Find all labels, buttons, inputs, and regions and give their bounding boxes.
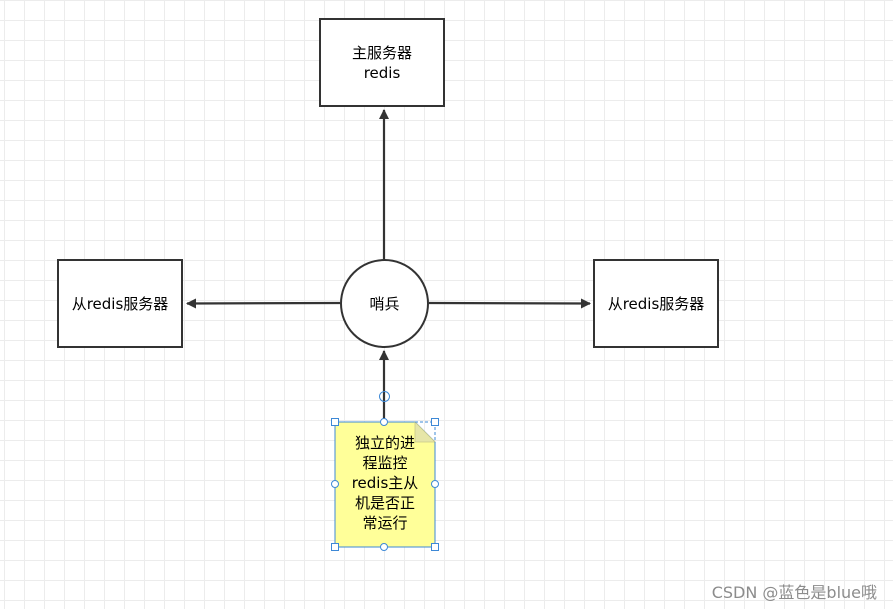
slave-right-label: 从redis服务器 — [607, 294, 705, 313]
note-line: 程监控 — [362, 454, 408, 472]
note-fold — [414, 421, 436, 443]
resize-handle-bottom-left[interactable] — [331, 543, 339, 551]
master-node-title: 主服务器 — [351, 43, 412, 62]
note-text: 独立的进 程监控 redis主从 机是否正 常运行 — [336, 433, 434, 533]
resize-handle-top-right[interactable] — [431, 418, 439, 426]
note-line: 独立的进 — [354, 434, 415, 452]
rotate-handle[interactable] — [379, 391, 390, 402]
edge-sentinel-to-right-slave[interactable] — [428, 298, 591, 309]
master-redis-node[interactable]: 主服务器 redis — [319, 18, 445, 107]
csdn-watermark: CSDN @蓝色是blue哦 — [711, 583, 877, 602]
edge-sentinel-to-left-slave[interactable] — [186, 298, 341, 309]
resize-handle-bottom-right[interactable] — [431, 543, 439, 551]
slave-left-label: 从redis服务器 — [71, 294, 169, 313]
sentinel-node[interactable]: 哨兵 — [340, 259, 429, 348]
sentinel-label: 哨兵 — [369, 295, 400, 313]
slave-redis-node-left[interactable]: 从redis服务器 — [57, 259, 183, 348]
master-node-subtitle: redis — [363, 63, 401, 82]
slave-redis-node-right[interactable]: 从redis服务器 — [593, 259, 719, 348]
resize-handle-right[interactable] — [431, 480, 439, 488]
note-line: 机是否正 — [354, 494, 415, 512]
resize-handle-top-left[interactable] — [331, 418, 339, 426]
resize-handle-top[interactable] — [380, 418, 388, 426]
note-line: redis主从 — [351, 474, 419, 492]
resize-handle-left[interactable] — [331, 480, 339, 488]
resize-handle-bottom[interactable] — [380, 543, 388, 551]
note-line: 常运行 — [362, 514, 408, 532]
